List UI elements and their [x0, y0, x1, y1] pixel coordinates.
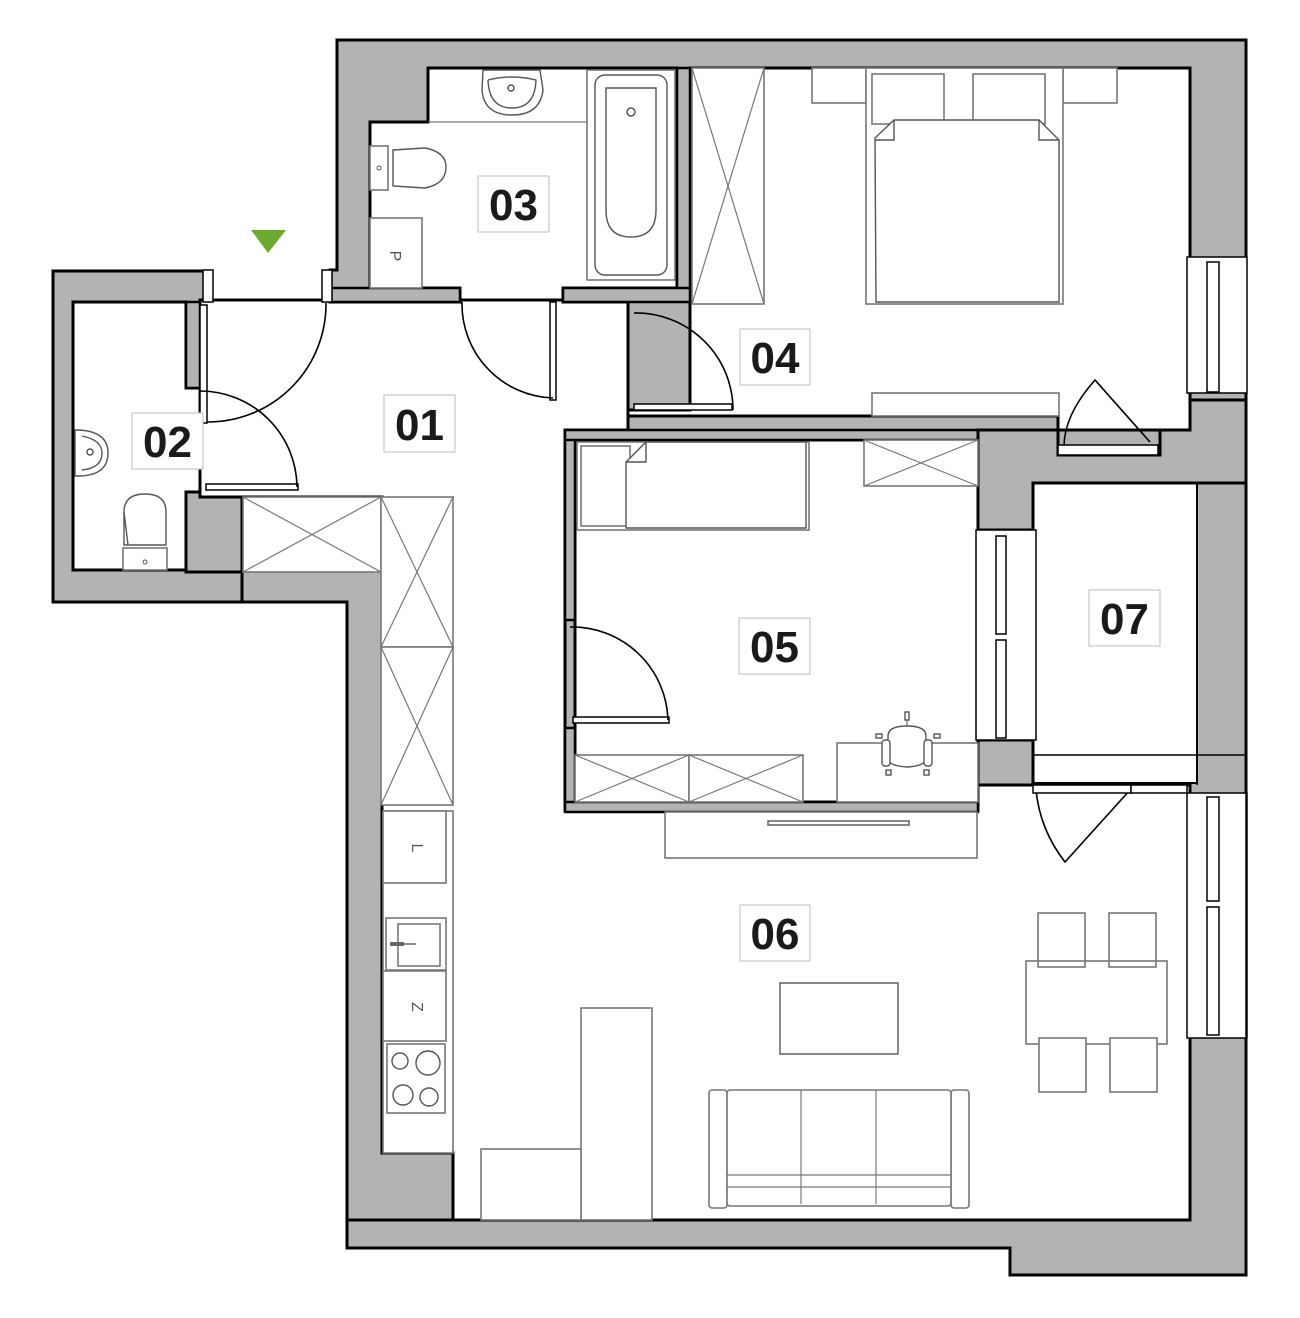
balcony-outline: [1033, 483, 1247, 1038]
svg-text:03: 03: [489, 181, 538, 230]
wardrobes: [242, 496, 454, 806]
office-chair-icon: [875, 711, 941, 776]
tv-cabinet: [664, 811, 978, 859]
dishwasher-label: Z: [408, 1002, 425, 1012]
bedroom-furniture: [691, 67, 1118, 417]
toilet-icon: [122, 493, 168, 571]
desk: [836, 742, 979, 803]
room-label-02: 02: [131, 412, 204, 470]
tv: [767, 820, 910, 826]
nightstand-left: [811, 67, 867, 104]
room-label-03: 03: [477, 175, 550, 233]
room-label-07: 07: [1088, 589, 1161, 647]
nightstand-right: [1062, 67, 1118, 104]
coffee-table: [779, 982, 899, 1055]
sink-icon: [397, 923, 441, 967]
partition-walls: [184, 66, 1248, 1222]
svg-text:07: 07: [1100, 595, 1149, 644]
double-bed-icon: [865, 67, 1064, 305]
svg-text:P: P: [386, 251, 403, 262]
room-label-06: 06: [739, 904, 811, 962]
svg-text:05: 05: [750, 623, 799, 672]
washbasin-icon: [74, 429, 109, 477]
svg-text:06: 06: [751, 910, 800, 959]
wc-fixtures: [74, 429, 168, 571]
room-label-01: 01: [383, 394, 456, 453]
washbasin-icon: [481, 69, 544, 116]
living-furniture: [664, 811, 1168, 1209]
svg-text:04: 04: [751, 334, 800, 383]
svg-text:02: 02: [143, 418, 192, 467]
dining-table-icon: [1025, 912, 1168, 1093]
bathroom-fixtures: P: [369, 69, 676, 289]
single-bed-icon: [576, 441, 810, 531]
cooktop-icon: [386, 1043, 446, 1114]
room-label-04: 04: [739, 328, 811, 386]
entrance-arrow-icon: [251, 230, 286, 253]
sofa-icon: [708, 1089, 970, 1209]
windows: [975, 256, 1248, 1039]
doors: [199, 269, 1188, 864]
washing-machine-icon: P: [369, 217, 423, 289]
room05-furniture: [574, 439, 979, 803]
svg-text:01: 01: [395, 401, 444, 450]
bathtub-icon: [586, 69, 676, 281]
dresser: [871, 392, 1060, 417]
room-label-05: 05: [738, 617, 811, 675]
kitchen-island: [480, 1007, 653, 1221]
toilet-icon: [369, 145, 447, 191]
fridge-label: L: [408, 844, 425, 853]
kitchen-counter: L Z: [382, 810, 454, 1154]
